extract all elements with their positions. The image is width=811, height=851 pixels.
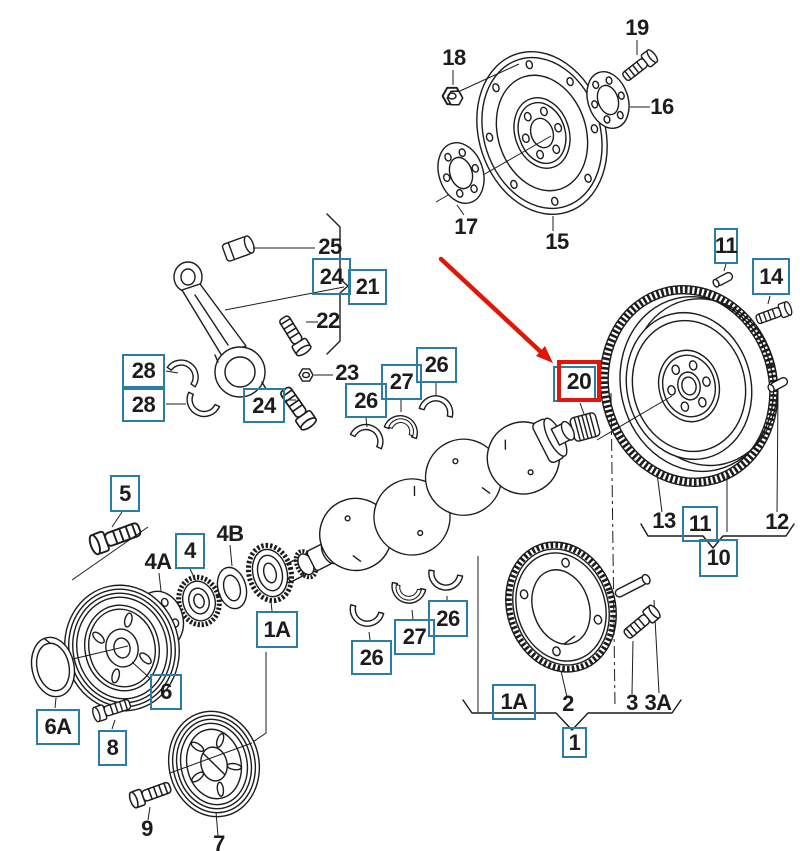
group-bracket-10 [640,523,795,549]
callout-19: 19 [625,15,649,40]
conrod-bearing-shells-28-drawing [165,352,221,423]
callout-13: 13 [652,508,676,533]
flywheel-drawing [596,285,779,532]
centerline-dash-dot [610,392,616,708]
callout-1[interactable]: 1 [562,727,587,758]
flexplate-drawing [435,50,608,231]
dowel-pin-12-drawing [766,375,790,513]
callout-26-bottom-left[interactable]: 26 [351,640,392,675]
callout-24-lower[interactable]: 24 [243,388,285,423]
callout-1A-left[interactable]: 1A [256,611,298,648]
pulley-7-drawing [167,710,261,837]
callout-21[interactable]: 21 [348,269,387,305]
callout-7: 7 [213,831,225,851]
callout-18: 18 [442,45,466,70]
callout-4B: 4B [216,521,244,546]
callout-6[interactable]: 6 [150,674,182,710]
callout-11-bottom[interactable]: 11 [682,506,718,542]
callout-8[interactable]: 8 [98,730,127,766]
conrod-bolt-22-drawing [275,312,318,359]
bolt-8-drawing [90,695,133,730]
callout-4A: 4A [144,549,172,574]
callout-28-lower[interactable]: 28 [122,388,165,422]
connecting-rod-drawing [173,261,345,398]
callout-27-bottom[interactable]: 27 [394,619,435,655]
callout-12: 12 [765,509,789,534]
flexplate-spacer-16-drawing [586,71,650,129]
callout-9: 9 [141,816,153,841]
flexplate-spacer-17-drawing [437,142,485,216]
callout-22: 22 [316,308,340,333]
crankshaft-drawing [279,417,575,584]
callout-15: 15 [545,229,569,254]
main-bearing-shells-lower-drawing [345,569,464,641]
callout-2: 2 [562,691,574,716]
callout-26-top-right[interactable]: 26 [416,347,457,383]
callout-11-top[interactable]: 11 [714,228,738,264]
callout-24-upper[interactable]: 24 [312,258,351,295]
callout-6A[interactable]: 6A [36,709,80,745]
callout-4[interactable]: 4 [175,533,205,569]
dowel-pin-11-drawing [711,263,735,289]
callout-14[interactable]: 14 [752,258,790,295]
callout-25: 25 [318,234,342,259]
conrod-nut-23-drawing [298,368,333,382]
seal-6A-drawing [30,636,76,709]
piston-pin-bushing-25-drawing [221,235,315,262]
timing-sprocket-1A-drawing [245,542,295,747]
callout-28-upper[interactable]: 28 [122,354,165,388]
callout-23: 23 [335,360,359,385]
bolt-3-drawing [620,602,663,695]
callout-1A-bottom[interactable]: 1A [492,684,536,720]
callout-3A: 3A [644,690,672,715]
main-bearing-shells-upper-drawing [349,383,458,450]
callout-16: 16 [650,94,674,119]
callout-26-bottom-right[interactable]: 26 [428,600,468,637]
callout-5[interactable]: 5 [110,475,140,512]
callout-3: 3 [626,690,638,715]
callout-10[interactable]: 10 [699,539,738,577]
nut-18-drawing [441,63,520,106]
bolt-5-drawing [71,511,149,581]
group-bracket-1 [462,699,682,731]
callout-20-highlighted[interactable]: 20 [557,360,601,402]
callout-17: 17 [454,214,478,239]
callout-26-top-left[interactable]: 26 [345,383,387,418]
conrod-bolt-24-drawing [276,383,319,433]
bolt-14-drawing [753,295,794,328]
bolt-9-drawing [127,778,174,821]
bolt-19-drawing [619,40,660,85]
